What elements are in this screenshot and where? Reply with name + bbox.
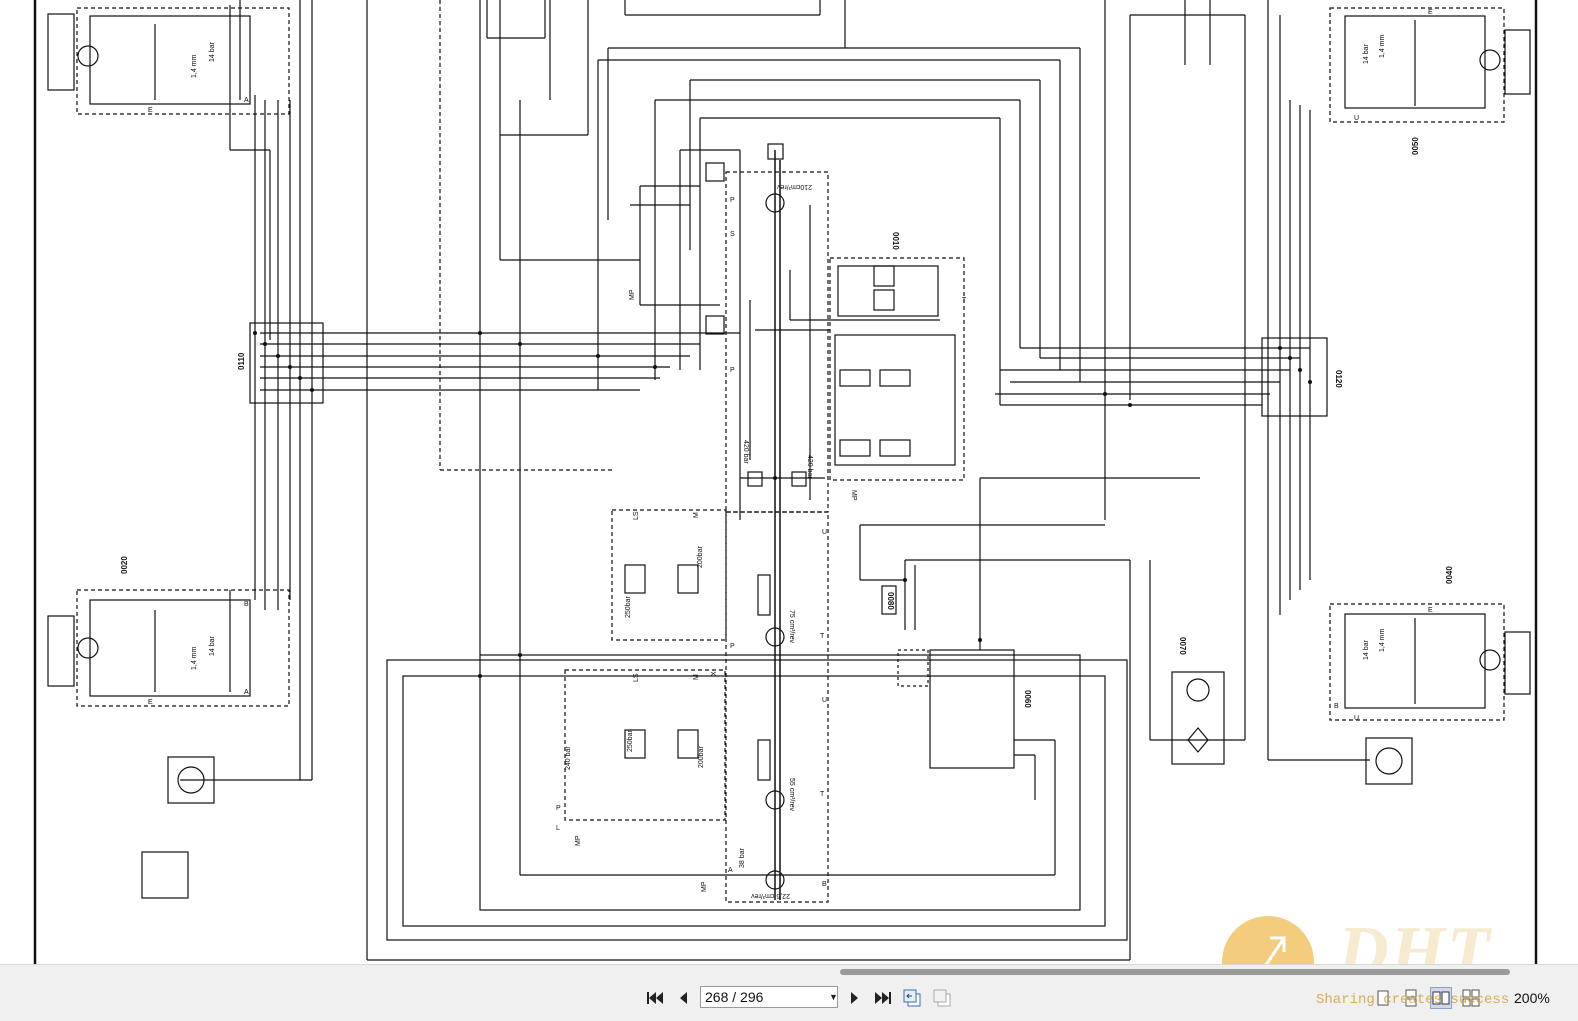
- check-valve-label: 14 bar: [209, 41, 216, 62]
- port-label: A: [244, 689, 249, 696]
- previous-view-icon[interactable]: [902, 987, 924, 1009]
- block-label-0060: 0060: [1023, 690, 1032, 708]
- continuous-icon[interactable]: [1400, 987, 1422, 1009]
- single-page-icon[interactable]: [1372, 987, 1394, 1009]
- port-label: U: [822, 697, 827, 704]
- facing-icon[interactable]: [1430, 987, 1452, 1009]
- port-label: P: [730, 197, 735, 204]
- pump-displacement-main: 210cm³/rev: [776, 183, 812, 190]
- block-label-0120: 0120: [1334, 370, 1343, 388]
- orifice-label: 1,4 mm: [191, 646, 198, 670]
- chevron-down-icon[interactable]: ▼: [829, 992, 838, 1002]
- port-label: A: [244, 97, 249, 104]
- block-label-0070: 0070: [1178, 637, 1187, 655]
- horizontal-scrollbar[interactable]: [840, 969, 1510, 975]
- block-label-0110: 0110: [237, 352, 246, 370]
- port-label: M: [693, 674, 700, 680]
- port-label: B: [244, 601, 249, 608]
- previous-page-icon[interactable]: [672, 987, 694, 1009]
- relief-label: 250bar: [625, 596, 632, 618]
- relief-label: 420 bar: [806, 455, 813, 479]
- block-label-0080: 0080: [886, 592, 895, 610]
- port-label: E: [1428, 9, 1433, 16]
- port-label: T: [820, 791, 825, 798]
- watermark-logo-icon: [1222, 916, 1314, 964]
- hydraulic-schematic: 0010 0020 0040 0050 0060 0070 0080 0110 …: [33, 0, 1538, 964]
- port-label: P: [556, 805, 561, 812]
- port-label: T: [962, 297, 967, 304]
- relief-label: 250bar: [627, 730, 634, 752]
- port-label: P: [730, 643, 735, 650]
- port-label: B: [1334, 703, 1339, 710]
- last-page-icon[interactable]: [872, 987, 894, 1009]
- port-label: U: [1354, 115, 1359, 122]
- check-valve-label: 14 bar: [209, 635, 216, 656]
- page-selector[interactable]: ▼: [700, 986, 838, 1008]
- relief-label: 200bar: [698, 746, 705, 768]
- port-label: M: [693, 512, 700, 518]
- block-label-0040: 0040: [1445, 566, 1454, 584]
- pump-displacement-2: 75 cm³/rev: [788, 610, 795, 644]
- port-label: E: [148, 699, 153, 706]
- port-label: MP: [575, 835, 582, 846]
- page-number-input[interactable]: [701, 988, 827, 1006]
- port-label: E: [148, 107, 153, 114]
- check-valve-label: 14 bar: [1363, 43, 1370, 64]
- orifice-label: 1,4 mm: [191, 54, 198, 78]
- port-label: LS: [633, 511, 640, 520]
- port-label: MP: [701, 881, 708, 892]
- next-view-icon[interactable]: [932, 987, 954, 1009]
- orifice-label: 1,4 mm: [1379, 34, 1386, 58]
- watermark-slogan: Sharing creates success: [1316, 992, 1510, 1008]
- pump-displacement-4: 22,5 cm³/rev: [751, 892, 790, 899]
- document-viewport[interactable]: 0010 0020 0040 0050 0060 0070 0080 0110 …: [0, 0, 1578, 964]
- port-label: LS: [633, 673, 640, 682]
- block-label-0020: 0020: [120, 556, 129, 574]
- block-label-0010: 0010: [891, 232, 900, 250]
- port-label: L: [556, 825, 560, 832]
- port-label: S: [730, 231, 735, 238]
- port-label: U: [1354, 715, 1359, 722]
- port-label: U: [822, 529, 827, 536]
- port-label: MP: [850, 490, 857, 501]
- relief-label: 240 bar: [565, 746, 572, 770]
- relief-label: 38 bar: [739, 847, 746, 868]
- orifice-label: 1,4 mm: [1379, 628, 1386, 652]
- port-label: T: [820, 633, 825, 640]
- block-label-0050: 0050: [1411, 137, 1420, 155]
- watermark-brand: DHT: [1338, 913, 1492, 964]
- pdf-navigation-toolbar: ▼ 200%: [0, 964, 1578, 1021]
- port-label: B: [822, 881, 827, 888]
- next-page-icon[interactable]: [844, 987, 866, 1009]
- first-page-icon[interactable]: [644, 987, 666, 1009]
- port-label: E: [1428, 607, 1433, 614]
- check-valve-label: 14 bar: [1363, 639, 1370, 660]
- relief-label: 420 bar: [742, 440, 749, 464]
- zoom-level[interactable]: 200%: [1514, 990, 1550, 1006]
- relief-label: 200bar: [697, 546, 704, 568]
- port-label: A: [728, 867, 733, 874]
- pump-displacement-3: 55 cm³/rev: [788, 778, 795, 812]
- port-label: X: [711, 671, 718, 676]
- port-label: MP: [629, 289, 636, 300]
- continuous-facing-icon[interactable]: [1460, 987, 1482, 1009]
- port-label: P: [730, 367, 735, 374]
